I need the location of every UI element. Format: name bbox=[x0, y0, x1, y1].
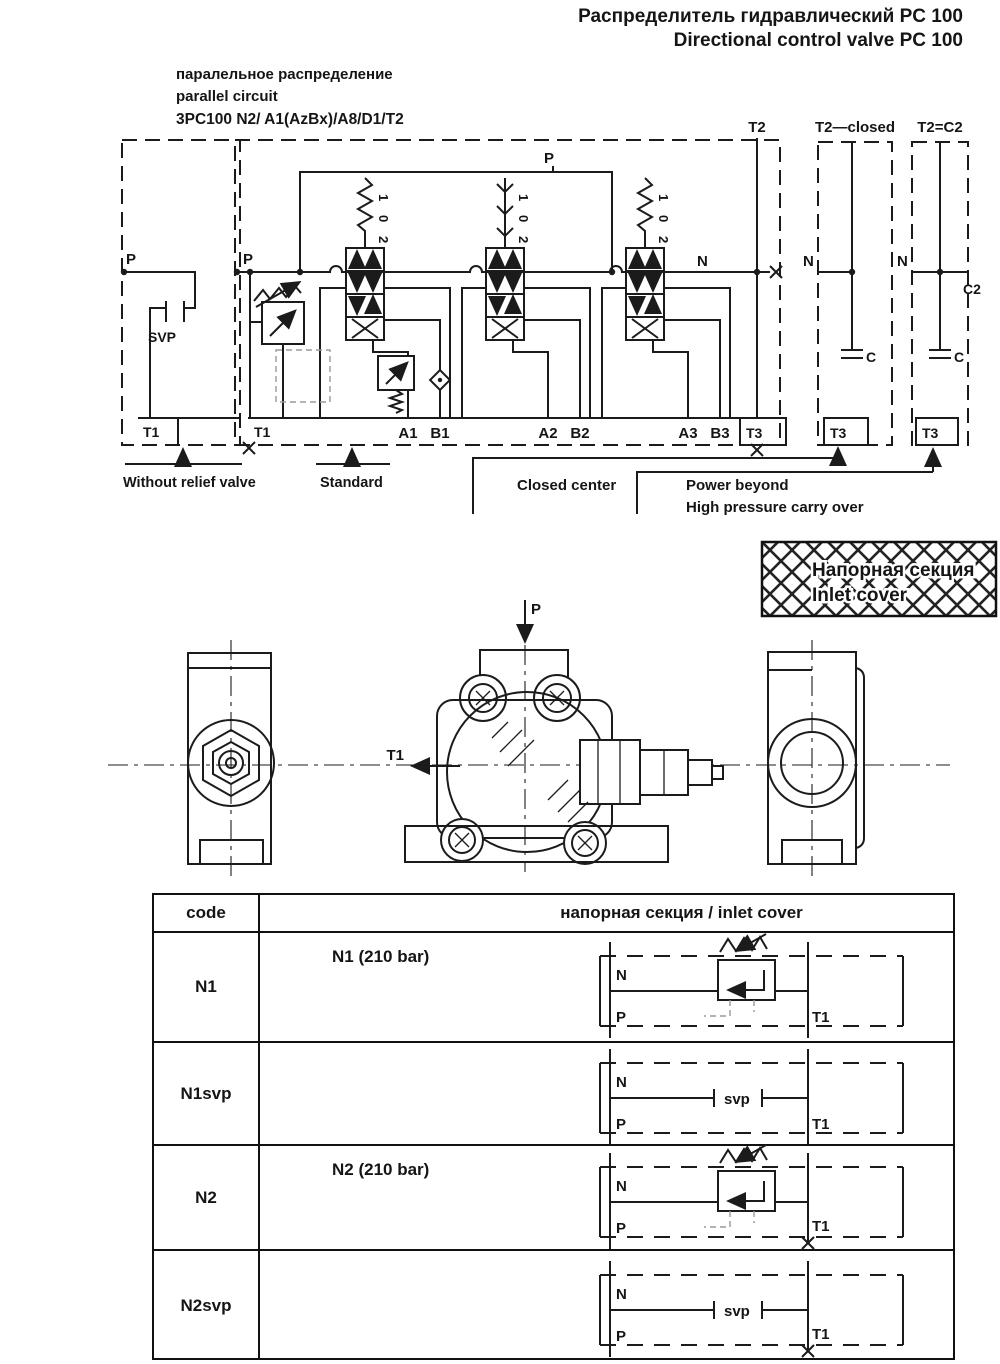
row-n2-schematic: N P T1 bbox=[599, 1143, 904, 1250]
mini-label-svp: svp bbox=[724, 1303, 750, 1320]
t1-plug-mark bbox=[801, 1235, 815, 1250]
mechanical-drawing: T1 P bbox=[108, 600, 950, 876]
mini-label-t1: T1 bbox=[812, 1116, 830, 1133]
label-port-a1: A1 bbox=[398, 425, 417, 442]
right-side-view bbox=[767, 640, 865, 876]
variant-closed-center: Closed center bbox=[517, 477, 616, 494]
label-c-c2: C bbox=[954, 349, 964, 365]
row-n2-code: N2 bbox=[154, 1146, 260, 1251]
label-n-main: N bbox=[697, 253, 708, 270]
table-header-code: code bbox=[154, 895, 260, 933]
outlet-t2-closed: T2—closed N C T3 bbox=[803, 119, 895, 446]
banner-en: Inlet cover bbox=[812, 585, 908, 606]
row-n1-label: N1 (210 bar) bbox=[332, 947, 430, 966]
label-p-drawing: P bbox=[531, 601, 541, 618]
label-t3-3: T3 bbox=[922, 425, 939, 441]
spool-3 bbox=[626, 178, 671, 340]
mini-label-n: N bbox=[616, 1074, 627, 1091]
variant-labels: Without relief valve Standard Closed cen… bbox=[123, 446, 942, 516]
label-p-left: P bbox=[126, 251, 136, 268]
mini-label-svp: svp bbox=[724, 1091, 750, 1108]
mini-label-t1: T1 bbox=[812, 1009, 830, 1026]
schematic-canvas: 1 0 2 1 0 2 bbox=[108, 6, 998, 876]
label-t2-c2: T2=C2 bbox=[917, 119, 962, 136]
t1-plug-mark bbox=[801, 1343, 815, 1358]
title-en: Directional control valve PC 100 bbox=[674, 30, 963, 51]
row-n2svp-schematic: N P T1 svp bbox=[599, 1260, 904, 1358]
row-n1svp-code: N1svp bbox=[154, 1043, 260, 1146]
variant-standard: Standard bbox=[320, 475, 383, 491]
label-port-b2: B2 bbox=[570, 425, 589, 442]
spool-2 bbox=[486, 178, 531, 340]
mini-label-p: P bbox=[616, 1009, 626, 1026]
mini-label-t1: T1 bbox=[812, 1218, 830, 1235]
label-p-main: P bbox=[243, 251, 253, 268]
row-n2-label: N2 (210 bar) bbox=[332, 1160, 430, 1179]
label-port-a3: A3 bbox=[678, 425, 697, 442]
spool-1 bbox=[346, 178, 391, 340]
row-n2svp-code: N2svp bbox=[154, 1251, 260, 1360]
mini-label-n: N bbox=[616, 1286, 627, 1303]
subtitle-ru: паралельное распределение bbox=[176, 66, 393, 83]
variant-power-beyond-1: Power beyond bbox=[686, 477, 789, 494]
label-c2: C2 bbox=[963, 281, 981, 297]
label-port-b1: B1 bbox=[430, 425, 449, 442]
variant-power-beyond-2: High pressure carry over bbox=[686, 499, 864, 516]
label-n-c2: N bbox=[897, 253, 908, 270]
label-t3-2: T3 bbox=[830, 425, 847, 441]
left-inlet-section: P SVP T1 bbox=[120, 139, 241, 446]
page-title: Распределитель гидравлический PC 100 Dir… bbox=[578, 6, 963, 51]
label-t3-1: T3 bbox=[746, 425, 763, 441]
label-t1-drawing: T1 bbox=[386, 747, 404, 764]
row-n2: N2 (210 bar) N P T1 bbox=[260, 1143, 953, 1251]
label-svp: SVP bbox=[148, 329, 176, 345]
variant-without-relief: Without relief valve bbox=[123, 475, 256, 491]
inlet-cover-banner: Напорная секция Inlet cover bbox=[760, 540, 998, 618]
label-p-rail: P bbox=[544, 150, 554, 167]
label-t1-left: T1 bbox=[143, 424, 160, 440]
outlet-t2-c2: T2=C2 N C2 C T3 bbox=[897, 119, 981, 446]
mini-label-t1: T1 bbox=[812, 1326, 830, 1343]
title-ru: Распределитель гидравлический PC 100 bbox=[578, 6, 963, 27]
mini-label-p: P bbox=[616, 1220, 626, 1237]
spec-table: code напорная секция / inlet cover N1 N1… bbox=[152, 893, 955, 1360]
row-n2svp: N P T1 svp bbox=[260, 1251, 953, 1360]
outlet-t2: T2 T3 bbox=[739, 119, 787, 457]
table-header-description: напорная секция / inlet cover bbox=[260, 895, 953, 933]
label-c-closed: C bbox=[866, 349, 876, 365]
row-n1-code: N1 bbox=[154, 933, 260, 1043]
label-port-b3: B3 bbox=[710, 425, 729, 442]
subtitle-block: паралельное распределение parallel circu… bbox=[176, 66, 404, 128]
row-n1svp-schematic: N P T1 svp bbox=[599, 1048, 904, 1145]
port-arrow-p: P bbox=[516, 600, 541, 644]
row-n1-schematic: N P T1 bbox=[599, 933, 904, 1038]
label-port-a2: A2 bbox=[538, 425, 557, 442]
mini-label-p: P bbox=[616, 1116, 626, 1133]
model-code: 3PC100 N2/ A1(AzBx)/A8/D1/T2 bbox=[176, 111, 404, 128]
label-t2-closed: T2—closed bbox=[815, 119, 895, 136]
front-view: P bbox=[404, 600, 724, 872]
left-side-view bbox=[187, 640, 275, 876]
label-t1-main: T1 bbox=[254, 424, 271, 440]
row-n1: N1 (210 bar) N P T1 bbox=[260, 933, 953, 1043]
mini-label-p: P bbox=[616, 1328, 626, 1345]
label-n-closed: N bbox=[803, 253, 814, 270]
row-n1svp: N P T1 svp bbox=[260, 1043, 953, 1146]
mini-label-n: N bbox=[616, 967, 627, 984]
mini-label-n: N bbox=[616, 1178, 627, 1195]
main-valve-section: P P T1 bbox=[233, 139, 783, 455]
label-t2: T2 bbox=[748, 119, 766, 136]
banner-ru: Напорная секция bbox=[812, 560, 974, 581]
subtitle-en: parallel circuit bbox=[176, 88, 278, 105]
